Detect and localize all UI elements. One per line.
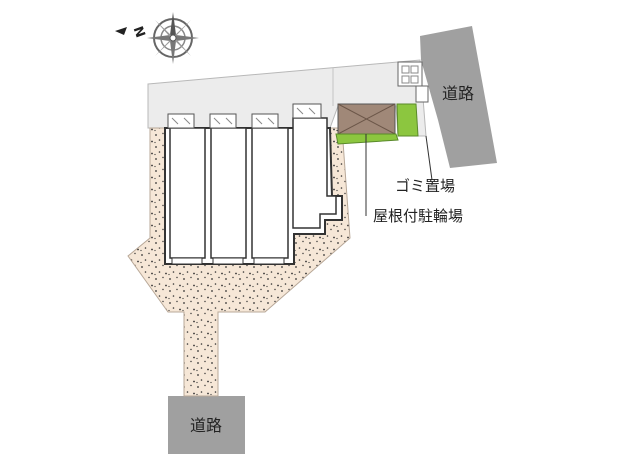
balcony-4 <box>292 103 322 119</box>
unit-1 <box>169 127 206 259</box>
bicycle-parking-roof <box>337 103 396 135</box>
entry-step-1 <box>171 257 203 265</box>
road-east: 道路 <box>420 26 497 168</box>
unit-2 <box>210 127 247 259</box>
garbage-leader-line <box>425 135 433 181</box>
road-east-label: 道路 <box>442 84 474 103</box>
compass-rose-icon <box>147 12 199 64</box>
garbage-area <box>397 61 429 103</box>
building <box>164 103 343 265</box>
road-south: 道路 <box>168 396 245 454</box>
compass-north-letter: N <box>130 24 148 39</box>
north-arrow-icon <box>115 27 127 35</box>
compass: N <box>115 12 199 64</box>
entry-step-3 <box>253 257 285 265</box>
garbage-label: ゴミ置場 <box>395 177 455 195</box>
unit-4 <box>292 117 337 229</box>
planting-strip-lower <box>335 133 399 145</box>
bicycle-parking-label: 屋根付駐輪場 <box>373 207 463 225</box>
planting-strip <box>396 103 419 137</box>
balcony-2 <box>209 113 237 129</box>
unit-3 <box>251 127 289 259</box>
balcony-1 <box>167 113 195 129</box>
road-south-label: 道路 <box>190 416 222 435</box>
balcony-3 <box>251 113 279 129</box>
entry-step-2 <box>212 257 244 265</box>
